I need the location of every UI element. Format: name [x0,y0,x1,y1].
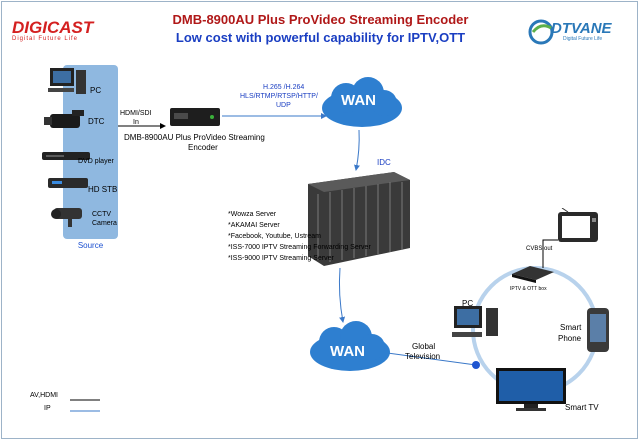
source-dtc-label: DTC [88,117,105,126]
legend-av-hdmi-label: AV,HDMI [30,392,59,399]
source-panel-title: Source [77,241,104,250]
smart-tv-label: Smart TV [565,403,599,412]
pc-icon [48,68,86,94]
encoder-name-line-2: Encoder [188,143,218,152]
pc-endpoint-label: PC [462,299,474,308]
dtvane-tagline: Digital Future Life [563,36,603,42]
wan-cloud-bottom [310,321,390,371]
source-cctv-label: CCTV Camera [92,211,117,227]
idc-label: IDC [377,158,391,167]
protocol-line-2: HLS/RTMP/RTSP/HTTP/ [240,93,318,100]
digicast-logo-text: DIGICAST [12,18,94,37]
camcorder-icon [44,110,84,128]
source-stb-label: HD STB [88,185,118,194]
server-item: *AKAMAI Server [228,222,280,229]
wan-cloud-top [322,77,402,127]
smart-phone-label-2: Phone [558,334,582,343]
wan-top-label: WAN [341,92,376,109]
global-node [472,361,480,369]
digicast-logo: DIGICAST Digital Future Life [12,18,93,42]
page-title: DMB-8900AU Plus ProVideo Streaming Encod… [172,12,469,27]
dtvane-logo-icon [528,19,554,45]
dvd-player-icon [42,152,90,160]
protocol-line-1: H.265 /H.264 [263,84,305,91]
smart-tv-icon [496,368,566,411]
encoder-input-label-1: HDMI/SDI [120,110,152,117]
idc-to-wan-line [338,267,346,323]
pc-endpoint-icon [452,306,498,337]
digicast-tagline: Digital Future Life [12,36,79,42]
source-pc-label: PC [90,86,102,95]
server-item: *ISS-7000 IPTV Streaming Forwarding Serv… [228,244,371,251]
legend-ip-label: IP [44,405,51,412]
global-tv-line-2: Television [405,352,441,361]
stb-icon [48,178,88,188]
server-item: *ISS-9000 IPTV Streaming Server [228,255,334,262]
wan-to-global-line [379,351,477,366]
crt-tv-icon [558,208,598,242]
iptv-box-icon [512,266,554,283]
cvbs-label: CVBS out [526,246,553,252]
encoder-input-label-2: In [133,119,139,126]
cvbs-line [542,239,558,268]
wan-to-idc-line [354,129,360,171]
cctv-camera-icon [51,208,82,227]
encoder-name-line-1: DMB-8900AU Plus ProVideo Streaming [124,133,265,142]
smart-phone-icon [587,308,609,352]
page-subtitle: Low cost with powerful capability for IP… [175,30,466,45]
server-item: *Facebook, Youtube, Ustream [228,233,322,240]
source-devices-icons [42,68,90,227]
encoder-device-icon [170,108,220,126]
iptv-box-label: IPTV & OTT box [510,286,547,292]
smart-phone-label-1: Smart [560,323,582,332]
server-item: *Wowza Server [228,211,277,218]
global-tv-line-1: Global [412,342,436,351]
dtvane-logo-text: DTVANE [551,20,612,37]
source-dvd-label: DVD player [78,158,114,165]
wan-bottom-label: WAN [330,343,365,360]
protocol-line-3: UDP [276,102,291,109]
idc-server-rack-icon [308,172,410,266]
